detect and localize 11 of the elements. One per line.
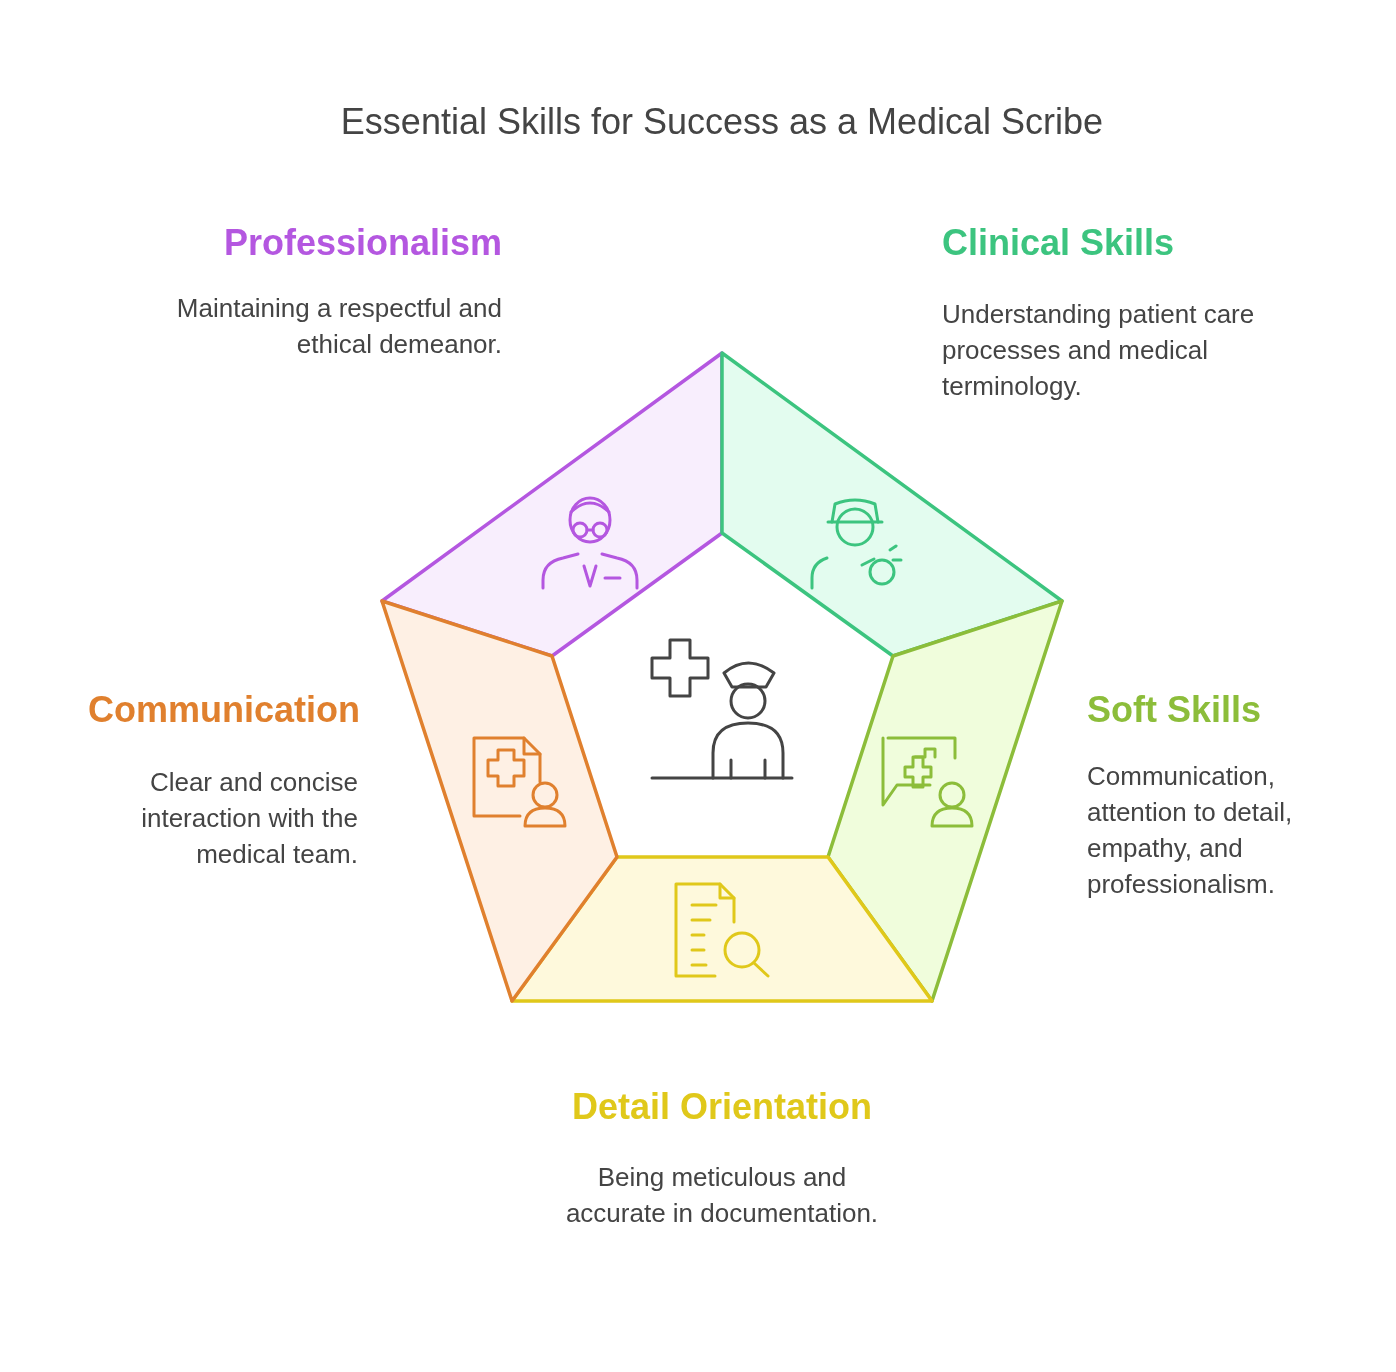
- skill-description: Communication, attention to detail, empathy, and professionalism.: [1087, 760, 1294, 901]
- diagram-title: Essential Skills for Success as a Medical Scribe: [339, 100, 1105, 144]
- skill-heading: Professionalism: [222, 222, 502, 264]
- skill-description: Clear and concise interaction with the medical team.: [140, 766, 358, 871]
- skill-description: Being meticulous and accurate in documentation.: [564, 1161, 880, 1230]
- skill-description: Understanding patient care processes and medical terminology.: [942, 298, 1256, 403]
- skill-description: Maintaining a respectful and ethical demeanor.: [175, 292, 502, 361]
- skill-heading: Soft Skills: [1087, 689, 1263, 731]
- skill-heading: Communication: [87, 689, 360, 731]
- skill-heading: Clinical Skills: [942, 222, 1176, 264]
- skill-heading: Detail Orientation: [570, 1086, 873, 1128]
